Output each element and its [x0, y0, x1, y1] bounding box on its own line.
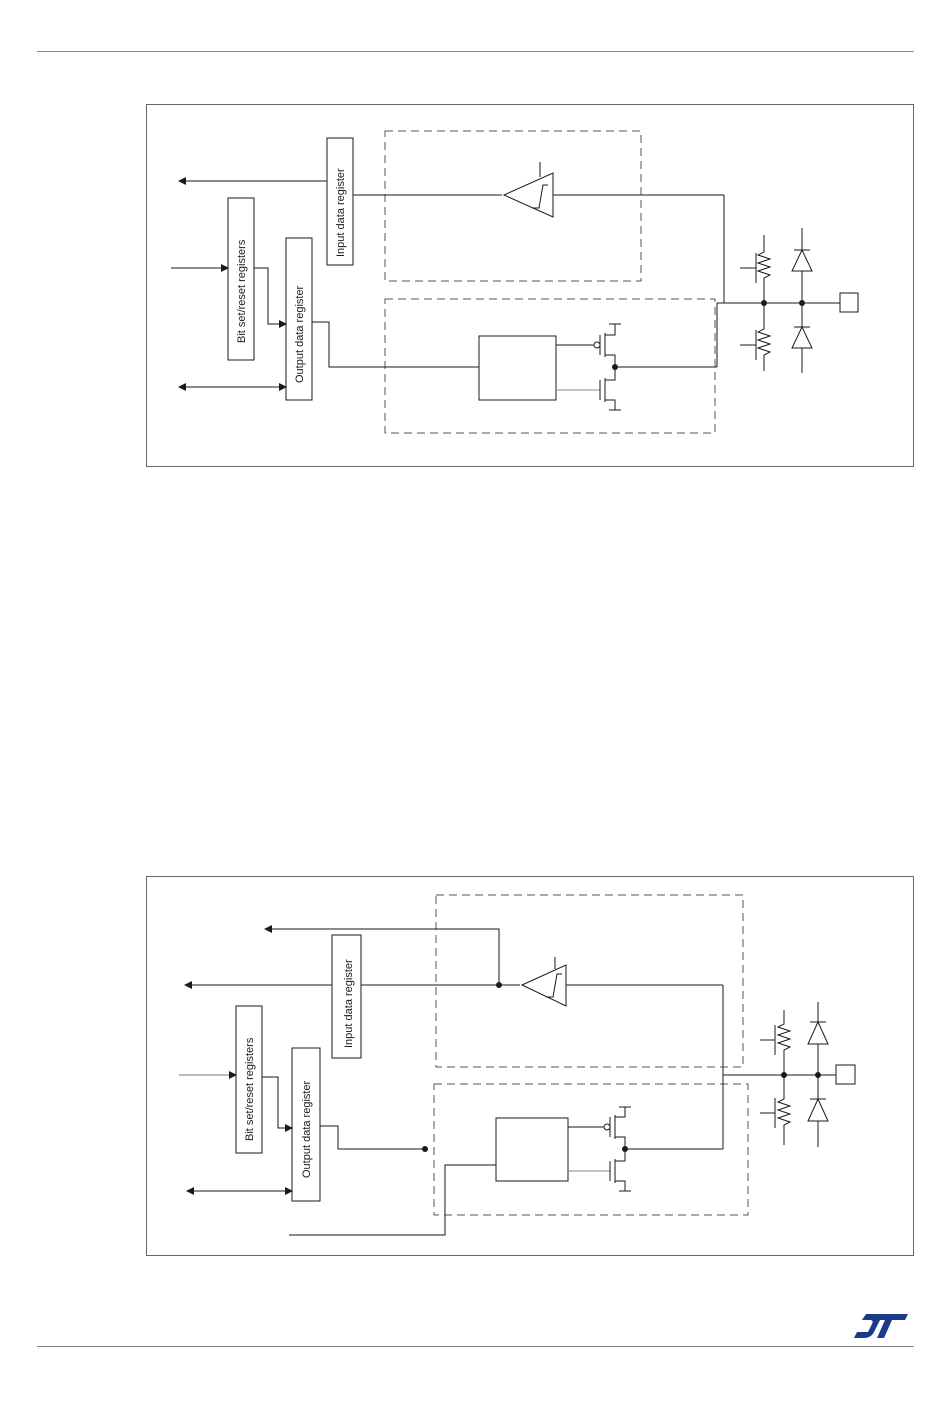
gpio-diagram-1: Input data register Bit set/reset regist…	[146, 104, 914, 467]
output-control-box	[496, 1118, 568, 1181]
header-rule	[37, 51, 914, 52]
gpio-diagram-2: Input data register Bit set/reset regist…	[146, 876, 914, 1256]
bit-set-reset-label: Bit set/reset registers	[244, 1037, 256, 1141]
io-pin	[840, 293, 858, 312]
st-logo-icon	[852, 1312, 910, 1340]
gpio-diagram-1-svg: Input data register Bit set/reset regist…	[147, 105, 913, 466]
io-pin	[836, 1065, 855, 1084]
output-data-register-label: Output data register	[301, 1080, 313, 1178]
output-control-box	[479, 336, 556, 400]
output-data-register-label: Output data register	[294, 285, 306, 383]
schmitt-trigger	[504, 173, 553, 217]
bit-set-reset-label: Bit set/reset registers	[236, 239, 248, 343]
schmitt-trigger	[522, 965, 566, 1006]
gpio-diagram-2-svg: Input data register Bit set/reset regist…	[147, 877, 913, 1255]
input-driver-block	[385, 131, 641, 281]
input-data-register-label: Input data register	[335, 168, 347, 257]
input-data-register-label: Input data register	[343, 959, 355, 1048]
alternate-input-arrow	[265, 929, 499, 985]
input-driver-block	[436, 895, 743, 1067]
footer-rule	[37, 1346, 914, 1347]
